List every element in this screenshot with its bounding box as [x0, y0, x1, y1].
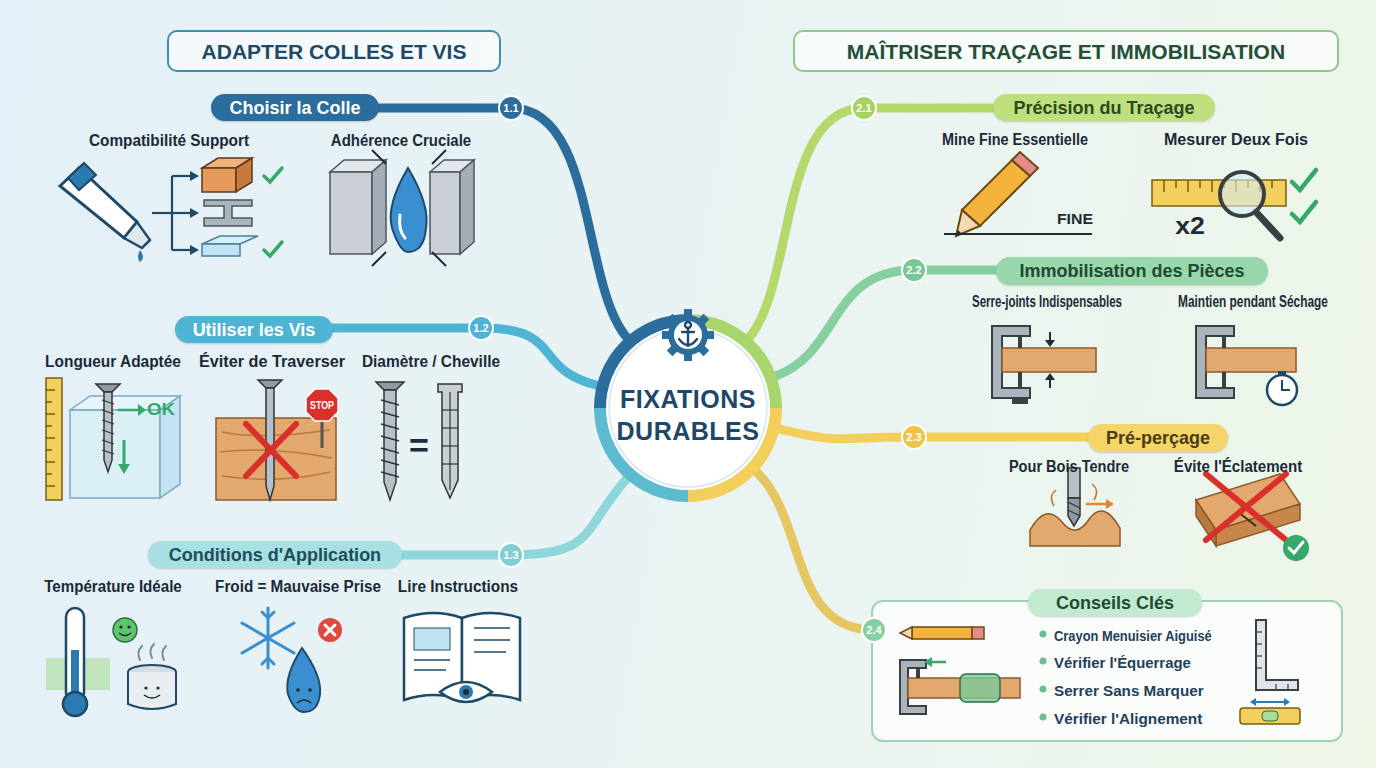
item-label: Lire Instructions — [398, 578, 518, 596]
callout-number: 2.1 — [851, 95, 877, 121]
item-label: Température Idéale — [44, 578, 182, 596]
screw-through-icon — [216, 380, 338, 500]
item-label: Pour Bois Tendre — [1009, 458, 1129, 476]
branch-connector — [775, 270, 996, 376]
glue-tube-icon — [60, 158, 282, 262]
book-icon — [404, 613, 520, 702]
clamp-clock-icon — [1196, 326, 1297, 405]
item-label: Mine Fine Essentielle — [942, 131, 1088, 149]
item-label: Serre-joints Indispensables — [972, 293, 1122, 311]
section-heading: MAÎTRISER TRAÇAGE ET IMMOBILISATION — [793, 30, 1339, 72]
callout-number: 1.1 — [498, 95, 524, 121]
callout-number: 1.2 — [468, 315, 494, 341]
split-wood-icon — [1196, 474, 1309, 561]
drill-icon — [1030, 468, 1120, 546]
central-title: FIXATIONS DURABLES — [603, 383, 773, 447]
clamp-icon — [992, 326, 1096, 404]
branch-label: Conditions d'Application — [169, 546, 381, 564]
tip-item: Vérifier l'Équerrage — [1054, 654, 1191, 672]
item-label: Mesurer Deux Fois — [1164, 131, 1308, 149]
branch-label: Immobilisation des Pièces — [1019, 262, 1244, 280]
cold-icon — [242, 608, 342, 712]
branch-label: Précision du Traçage — [1013, 99, 1194, 117]
callout-number: 2.3 — [901, 424, 927, 450]
tips-heading-pill: Conseils Clés — [1028, 589, 1202, 616]
icon-text: OK — [147, 401, 175, 419]
branch-label: Pré-perçage — [1106, 429, 1210, 447]
tips-illustrations — [900, 620, 1300, 724]
circle-ring-arc — [600, 320, 776, 496]
branch-pill: Choisir la Colle — [211, 94, 379, 121]
screw-length-icon — [46, 378, 180, 500]
item-label: Évite l'Éclatement — [1174, 458, 1302, 476]
branch-label: Choisir la Colle — [229, 99, 360, 117]
circle-fill — [600, 320, 776, 496]
icon-text: FINE — [1057, 211, 1093, 228]
heading-text: ADAPTER COLLES ET VIS — [202, 41, 467, 62]
tips-box: Crayon Menuisier AiguiséVérifier l'Équer… — [871, 600, 1343, 742]
branch-pill: Immobilisation des Pièces — [996, 257, 1268, 285]
icon-text: x2 — [1175, 213, 1205, 239]
circle-ring-arc — [600, 320, 776, 496]
item-label: Compatibilité Support — [89, 132, 249, 150]
icon-text: = — [409, 427, 429, 464]
item-label: Froid = Mauvaise Prise — [215, 578, 381, 596]
branch-pill: Pré-perçage — [1088, 424, 1228, 452]
item-label: Diamètre / Cheville — [362, 353, 500, 371]
tip-item: Crayon Menuisier Aiguisé — [1054, 627, 1212, 645]
central-circle: FIXATIONS DURABLES — [593, 313, 783, 503]
section-heading: ADAPTER COLLES ET VIS — [167, 30, 501, 72]
callout-number: 1.3 — [498, 542, 524, 568]
item-label: Adhérence Cruciale — [331, 132, 471, 150]
tip-item: Vérifier l'Alignement — [1054, 710, 1202, 728]
branch-pill: Conditions d'Application — [148, 541, 402, 568]
circle-ring-arc — [600, 320, 776, 496]
circle-ring-arc — [600, 320, 776, 496]
item-label: Éviter de Traverser — [199, 353, 345, 371]
item-label: Longueur Adaptée — [45, 353, 181, 371]
callout-number: 2.2 — [901, 257, 927, 283]
branch-connector — [756, 471, 874, 630]
branch-label: Utiliser les Vis — [193, 321, 316, 339]
item-label: Maintien pendant Séchage — [1178, 293, 1328, 311]
screw-anchor-icon — [376, 382, 462, 500]
icon-text: STOP — [310, 400, 334, 411]
thermometer-icon — [46, 608, 176, 716]
branch-connector — [333, 328, 598, 386]
branch-label: Conseils Clés — [1056, 594, 1174, 612]
tip-item: Serrer Sans Marquer — [1054, 682, 1204, 700]
gear-anchor-icon — [662, 309, 714, 361]
branch-pill: Utiliser les Vis — [175, 316, 333, 343]
heading-text: MAÎTRISER TRAÇAGE ET IMMOBILISATION — [847, 41, 1285, 62]
callout-number: 2.4 — [861, 617, 887, 643]
adhesion-icon — [330, 150, 474, 266]
branch-pill: Précision du Traçage — [993, 94, 1215, 121]
branch-connector — [779, 429, 1088, 439]
